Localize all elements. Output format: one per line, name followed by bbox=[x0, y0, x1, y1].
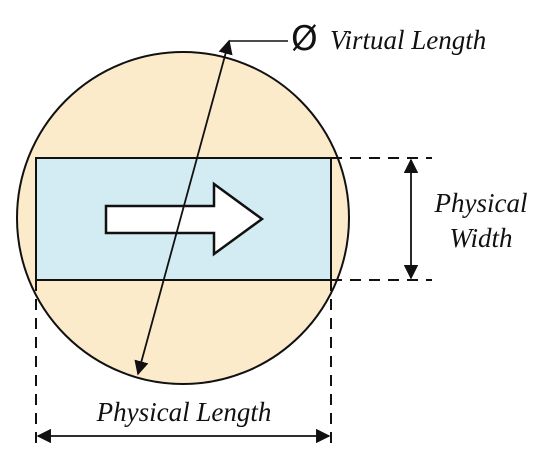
physical-width-label-line1: Physical bbox=[434, 188, 528, 218]
physical-width-label-line2: Width bbox=[449, 223, 512, 253]
virtual-length-arrow bbox=[134, 39, 233, 376]
virtual-length-label: Virtual Length bbox=[330, 25, 486, 55]
diameter-symbol: Ø bbox=[291, 19, 318, 59]
physical-length-label: Physical Length bbox=[96, 397, 272, 427]
